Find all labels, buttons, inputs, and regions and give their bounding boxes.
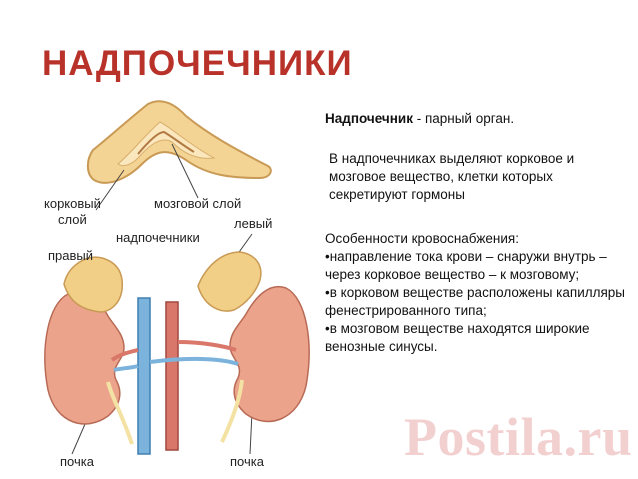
intro-rest: - парный орган. (412, 111, 515, 126)
label-right: правый (48, 248, 93, 263)
intro-term: Надпочечник (325, 111, 413, 126)
slide-title: НАДПОЧЕЧНИКИ (42, 44, 353, 83)
label-kidney-left: почка (60, 454, 95, 469)
label-adrenals: надпочечники (116, 230, 200, 245)
vena-cava (137, 297, 151, 455)
label-cortex-line2: слой (58, 212, 87, 227)
bullet-item: •в корковом веществе расположены капилля… (325, 285, 626, 318)
layers-paragraph: В надпочечниках выделяют корковое и мозг… (329, 151, 575, 202)
aorta (165, 301, 179, 451)
kidney-right (44, 256, 139, 445)
watermark: Postila.ru (404, 407, 633, 467)
intro-paragraph: Надпочечник - парный орган. (325, 110, 625, 128)
text-column: Надпочечник - парный орган. В надпочечни… (325, 110, 625, 356)
adrenal-cross-section (86, 100, 272, 184)
bullet-item: •в мозговом веществе находятся широкие в… (325, 321, 590, 354)
blood-supply-heading: Особенности кровоснабжения: (325, 231, 519, 246)
kidney-left (149, 251, 310, 443)
adrenal-kidney-diagram: корковый слой мозговой слой надпочечники… (44, 100, 310, 469)
bullet-item: •направление тока крови – снаружи внутрь… (325, 249, 607, 282)
label-medulla: мозговой слой (154, 196, 241, 211)
label-cortex-line1: корковый (44, 196, 101, 211)
label-left: левый (234, 216, 272, 231)
label-kidney-right: почка (230, 454, 265, 469)
